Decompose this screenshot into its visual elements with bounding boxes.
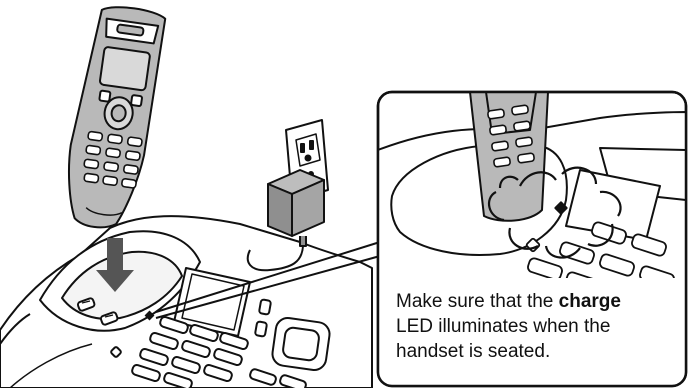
caption-line-3: handset is seated. [396, 339, 682, 364]
callout-caption: Make sure that the charge LED illuminate… [396, 289, 682, 364]
caption-bold-word: charge [559, 291, 621, 312]
zoomed-handset [470, 92, 548, 221]
caption-line-2: LED illuminates when the [396, 314, 682, 339]
phone-handset-icon [60, 2, 166, 232]
caption-prefix: Make sure that the [396, 291, 559, 312]
caption-line-1: Make sure that the charge [396, 289, 682, 314]
